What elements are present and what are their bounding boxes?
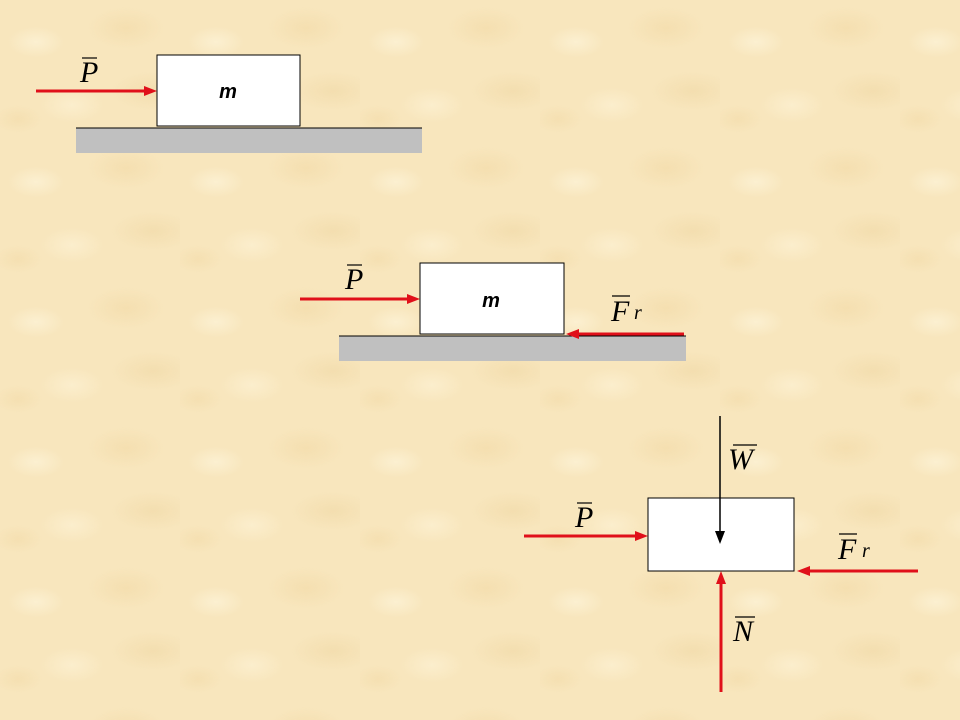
friction-arrow-2-head (566, 329, 579, 339)
ground-1 (76, 128, 422, 153)
friction-label-2-letter: F (610, 295, 630, 328)
push-label-1: P (79, 56, 98, 89)
block-1 (156, 54, 301, 127)
push-label-3: P (574, 501, 593, 534)
push-arrow-1-head (144, 86, 157, 96)
weight-label-3: W (728, 443, 756, 476)
ground-2 (339, 336, 686, 361)
panel-3: W N P F r (524, 416, 918, 692)
push-force-3: P (524, 501, 648, 541)
push-force-1: P (36, 56, 157, 96)
push-label-2: P (344, 263, 363, 296)
friction-force-2: F r (566, 295, 684, 339)
friction-label-3-letter: F (837, 533, 857, 566)
push-arrow-3-head (635, 531, 648, 541)
weight-arrow-3-head (715, 531, 725, 544)
weight-force-3: W (715, 416, 757, 544)
block-2 (419, 262, 565, 335)
friction-arrow-3-head (797, 566, 810, 576)
friction-label-2-subscript: r (634, 302, 642, 324)
push-force-2: P (300, 263, 420, 304)
block-2-mass-label: m (482, 290, 500, 312)
panel-1: m P (36, 54, 422, 153)
block-1-mass-label: m (219, 81, 237, 103)
normal-label-3: N (732, 615, 755, 648)
friction-force-3: F r (797, 533, 918, 576)
friction-label-3-subscript: r (862, 540, 870, 562)
normal-arrow-3-head (716, 571, 726, 584)
normal-force-3: N (716, 571, 755, 692)
panel-2: m P F r (300, 262, 686, 361)
push-arrow-2-head (407, 294, 420, 304)
